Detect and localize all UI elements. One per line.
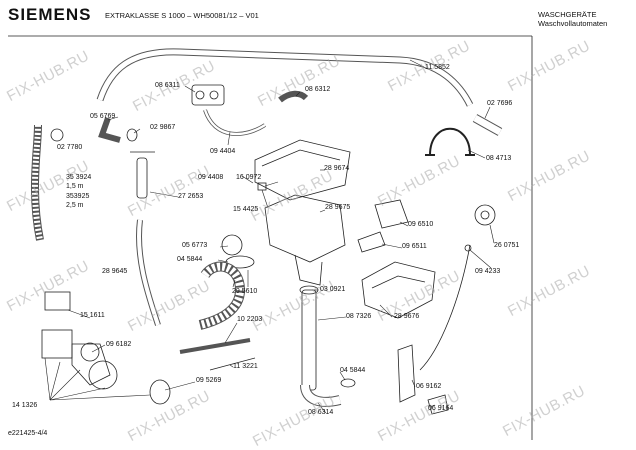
- clamp-045844a: [225, 255, 255, 269]
- part-label: 27 2653: [178, 193, 204, 200]
- pressure-switch-260751: [474, 204, 496, 226]
- hose-113221: [209, 357, 256, 371]
- support-069162: [397, 344, 416, 403]
- part-label: 03 0921: [320, 286, 346, 293]
- leader-lines: [44, 59, 495, 414]
- diagram-code: e221425-4/4: [8, 430, 48, 437]
- part-label: 04 5844: [177, 256, 203, 263]
- part-label: 28 9676: [394, 313, 420, 320]
- part-label: 04 5844: [340, 367, 366, 374]
- part-label: 09 6510: [408, 221, 434, 228]
- part-label: 05 6769: [90, 113, 116, 120]
- pump-141326: [41, 329, 73, 359]
- part-label: 08 6314: [308, 409, 334, 416]
- part-label: 29 5610: [232, 288, 258, 295]
- part-label: 35 3924: [66, 174, 92, 181]
- part-label: 09 5269: [196, 377, 222, 384]
- part-label: 28 9675: [325, 204, 351, 211]
- part-label: 28 9645: [102, 268, 128, 275]
- filter-095269: [149, 379, 171, 405]
- ring-056773: [221, 234, 243, 256]
- clamp-045844b: [340, 378, 356, 388]
- pump-volute: [88, 360, 118, 390]
- part-label: 08 4713: [486, 155, 512, 162]
- bracket-084713: [425, 127, 475, 156]
- part-label: 1,5 m: [66, 183, 84, 190]
- hose-115852-inner: [97, 49, 473, 107]
- tray-289675-spout: [294, 254, 323, 286]
- bellows-295610-inner: [198, 262, 245, 329]
- ring-096182: [80, 342, 100, 362]
- part-label: 353925: [66, 193, 90, 200]
- hose-102203: [179, 338, 251, 354]
- cover-156111: [44, 291, 71, 311]
- model-title: EXTRAKLASSE S 1000 – WH50081/12 – V01: [105, 11, 259, 20]
- part-label: 09 6182: [106, 341, 132, 348]
- part-label: 09 4408: [198, 174, 224, 181]
- housing-289674: [254, 139, 351, 201]
- valve-086311: [191, 84, 225, 106]
- part-label: 06 9162: [416, 383, 442, 390]
- drawer-289676-rib: [371, 275, 426, 289]
- part-label: 08 6311: [155, 82, 180, 89]
- part-label: 02 9867: [150, 124, 176, 131]
- part-label: 02 7696: [487, 100, 513, 107]
- category-line-2: Waschvollautomaten: [538, 19, 608, 28]
- tray-289675: [264, 194, 346, 263]
- pump-body-141326: [71, 343, 111, 386]
- elbow-086314-inner: [301, 384, 341, 406]
- filter-272653: [136, 157, 148, 199]
- part-label: 02 7780: [57, 144, 83, 151]
- hose-289645-inner: [137, 219, 160, 326]
- drawer-289676: [361, 261, 436, 319]
- part-label: 28 9674: [324, 165, 350, 172]
- part-label: 15 4425: [233, 206, 259, 213]
- part-label: 16 0972: [236, 174, 262, 181]
- clip-094233: [464, 244, 472, 252]
- tube-094233: [419, 244, 471, 371]
- hose-094404-inner: [203, 109, 266, 136]
- valve-port-a: [195, 90, 205, 100]
- part-label: 14 1326: [12, 402, 38, 409]
- housing-289674-rib: [261, 149, 341, 167]
- pipe-027696-inner: [473, 114, 502, 136]
- part-label: 11 3221: [233, 363, 258, 370]
- brand-logo: SIEMENS: [8, 5, 92, 24]
- part-label: 10 2203: [237, 316, 263, 323]
- part-label: 09 6511: [402, 243, 427, 250]
- ring-029867: [126, 128, 138, 142]
- part-096511: [357, 231, 386, 253]
- part-label: 09 4404: [210, 148, 236, 155]
- part-label: 05 6773: [182, 242, 208, 249]
- part-label: 06 9164: [428, 405, 454, 412]
- valve-port-b: [209, 90, 219, 100]
- pressure-switch-core: [480, 210, 490, 220]
- part-label: 08 7326: [346, 313, 372, 320]
- part-label: 26 0751: [494, 242, 520, 249]
- hose-086312: [278, 90, 309, 103]
- inlet-hose-353924-inner: [31, 124, 43, 241]
- part-label: 11 5852: [425, 64, 450, 71]
- elbow-056769: [98, 117, 121, 143]
- part-069164: [427, 394, 449, 415]
- part-label: 2,5 m: [66, 202, 84, 209]
- cover-096510: [374, 199, 409, 229]
- seal-027780: [50, 128, 64, 142]
- part-label: 15 1611: [80, 312, 105, 319]
- part-label: 09 4233: [475, 268, 501, 275]
- part-label: 08 6312: [305, 86, 331, 93]
- category-line-1: WASCHGERÄTE: [538, 10, 597, 19]
